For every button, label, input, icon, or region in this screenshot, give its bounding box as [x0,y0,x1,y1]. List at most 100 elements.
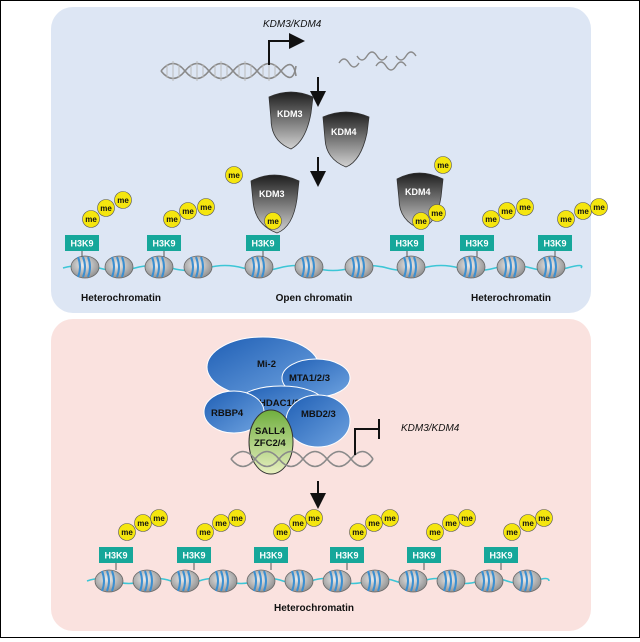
svg-text:H3K9: H3K9 [395,239,418,249]
h3k9-mark: H3K9 [147,235,181,251]
nucleosome [132,569,162,593]
methyl-group: me [118,523,136,541]
svg-text:me: me [538,514,550,523]
nucleosome [294,255,324,279]
nucleosome [344,255,374,279]
svg-text:H3K9: H3K9 [335,551,358,561]
nucleosome [284,569,314,593]
nucleosome [246,569,276,593]
nucleosome [496,255,526,279]
methyl-group: me [574,202,592,220]
methyl-group: me [519,514,537,532]
svg-text:me: me [137,519,149,528]
nucleosome [104,255,134,279]
methyl-group: me [196,523,214,541]
methyl-group: me [305,509,323,527]
h3k9-mark: H3K9 [460,235,494,251]
rbbp4-label: RBBP4 [211,408,244,419]
svg-text:me: me [384,514,396,523]
svg-text:H3K9: H3K9 [251,239,274,249]
nucleosome [398,569,428,593]
svg-text:H3K9: H3K9 [543,239,566,249]
dna-helix-rungs [166,61,276,81]
svg-text:me: me [85,215,97,224]
h3k9-mark: H3K9 [484,547,518,563]
svg-text:me: me [308,514,320,523]
svg-text:me: me [437,161,449,170]
nucleosome [474,569,504,593]
kdm3-free-label: KDM3 [277,109,303,119]
h3k9-mark: H3K9 [330,547,364,563]
methyl-group: me [442,514,460,532]
svg-text:me: me [445,519,457,528]
kdm3-enzyme-bound [250,174,300,234]
svg-text:me: me [506,528,518,537]
methyl-group: me [516,198,534,216]
top-right-label: Heterochromatin [471,293,551,304]
h3k9-mark: H3K9 [254,547,288,563]
methyl-group: me [434,156,452,174]
nucleosome [512,569,542,593]
svg-text:H3K9: H3K9 [259,551,282,561]
rna-transcript [338,51,417,71]
svg-text:me: me [431,209,443,218]
svg-text:H3K9: H3K9 [70,239,93,249]
methyl-group: me [482,210,500,228]
methyl-group: me [590,198,608,216]
svg-text:me: me [560,215,572,224]
top-middle-label: Open chromatin [276,293,353,304]
methyl-group: me [163,210,181,228]
bottom-nucleosomes [94,569,542,593]
svg-text:me: me [231,514,243,523]
top-nucleosomes [70,255,566,279]
svg-text:me: me [121,528,133,537]
svg-text:me: me [100,204,112,213]
methyl-group: me [498,202,516,220]
bottom-gene-label: KDM3/KDM4 [401,423,460,434]
nucleosome [144,255,174,279]
kdm4-free-label: KDM4 [331,127,357,137]
svg-text:H3K9: H3K9 [489,551,512,561]
methyl-group: me [503,523,521,541]
nucleosome [70,255,100,279]
methyl-group: me [381,509,399,527]
methyl-group: me [428,204,446,222]
nucleosome [183,255,213,279]
kdm3-enzyme-free [268,91,314,150]
top-left-label: Heterochromatin [81,293,161,304]
svg-text:H3K9: H3K9 [152,239,175,249]
methyl-group: me [458,509,476,527]
methyl-group: me [349,523,367,541]
methyl-group: me [225,166,243,184]
svg-text:me: me [501,207,513,216]
methyl-group: me [264,212,282,230]
methyl-group: me [150,509,168,527]
methyl-group: me [82,210,100,228]
sall4-label: SALL4 [255,426,286,437]
methyl-group: me [557,210,575,228]
mbd-subunit [285,394,351,448]
sall4-subunit [248,409,294,475]
svg-text:me: me [522,519,534,528]
svg-text:me: me [292,519,304,528]
nucleosome [208,569,238,593]
svg-text:me: me [182,207,194,216]
nucleosome [360,569,390,593]
nucleosome [244,255,274,279]
svg-text:me: me [352,528,364,537]
hdac-label: HDAC1/2 [259,398,300,409]
svg-text:H3K9: H3K9 [412,551,435,561]
h3k9-mark: H3K9 [407,547,441,563]
methyl-group: me [212,514,230,532]
svg-text:me: me [415,217,427,226]
svg-text:me: me [153,514,165,523]
svg-text:me: me [461,514,473,523]
methyl-group: me [228,509,246,527]
svg-text:me: me [519,203,531,212]
methyl-group: me [97,199,115,217]
svg-text:me: me [485,215,497,224]
h3k9-mark: H3K9 [99,547,133,563]
